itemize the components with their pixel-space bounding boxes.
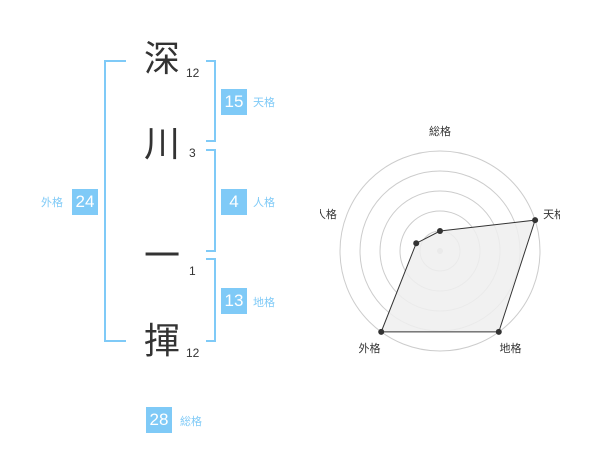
stroke-count-3: 1 [189,264,196,278]
name-char-4: 揮 [143,321,180,362]
radar-axis-label-0: 総格 [429,124,451,138]
radar-points [378,217,539,335]
gaikaku-value-badge: 24 [72,189,98,215]
tenkaku-value-badge: 15 [221,89,247,115]
chikaku-bracket [206,258,216,342]
radar-axis-label-3: 外格 [358,341,380,355]
stroke-count-1: 12 [186,66,200,80]
radar-point-2 [495,328,502,335]
radar-point-0 [437,228,443,234]
radar-point-3 [378,328,385,335]
tenkaku-label: 天格 [253,96,275,109]
chikaku-label: 地格 [253,296,275,309]
radar-axis-label-4: 人格 [320,207,337,221]
name-char-2: 川 [143,124,180,165]
radar-point-1 [532,217,539,224]
jinkaku-value-badge: 4 [221,189,247,215]
soukaku-value-badge: 28 [146,407,172,433]
stroke-count-4: 12 [186,346,200,360]
name-char-3: 一 [143,236,180,277]
radar-axis-label-1: 天格 [543,207,560,221]
name-char-1: 深 [143,39,180,80]
radar-ring-5 [339,150,541,352]
chikaku-value-badge: 13 [221,288,247,314]
gaikaku-label: 外格 [41,196,63,209]
soukaku-label: 総格 [180,415,202,428]
radar-point-4 [413,240,420,247]
radar-axis-label-2: 地格 [500,341,522,355]
tenkaku-bracket [206,60,216,142]
radar-data-polygon [380,219,536,333]
gaikaku-bracket [104,60,126,342]
jinkaku-label: 人格 [253,196,275,209]
stroke-count-2: 3 [189,146,196,160]
jinkaku-bracket [206,149,216,252]
